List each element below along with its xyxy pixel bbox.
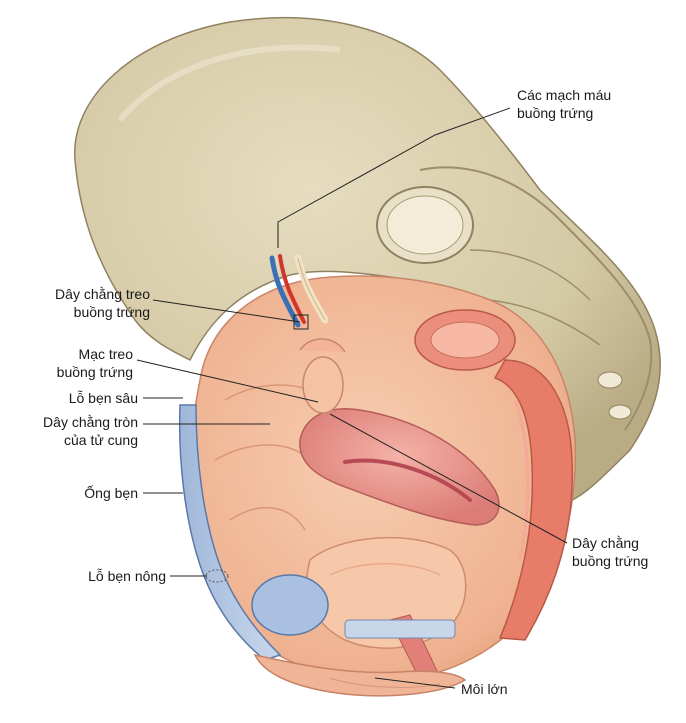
leader-labium-majus (374, 677, 456, 689)
label-superficial-ring: Lỗ bẹn nông (88, 567, 166, 585)
label-ovarian-ligament: Dây chằng buồng trứng (572, 534, 648, 570)
label-ovarian-vessels-line1: Các mạch máu (517, 87, 612, 103)
leader-ovarian-ligament (329, 413, 568, 544)
suspensory-ligament-marker (293, 314, 309, 330)
label-labium-majus: Môi lớn (461, 680, 508, 698)
rectum (414, 309, 574, 641)
label-deep-ring: Lỗ bẹn sâu (69, 389, 138, 407)
ovary (299, 338, 346, 414)
labium-majus (253, 653, 467, 697)
label-ovarian-vessels-line2: buồng trứng (517, 105, 594, 121)
label-mesovarium-line1: Mạc treo (78, 346, 133, 362)
leader-mesovarium (136, 359, 319, 403)
label-inguinal-canal-text: Ống bẹn (84, 485, 138, 501)
label-round-ligament-line2: của tử cung (64, 432, 138, 448)
label-suspensory-ligament: Dây chằng treo buồng trứng (55, 285, 150, 321)
label-suspensory-ligament-line2: buồng trứng (73, 304, 150, 320)
label-inguinal-canal: Ống bẹn (84, 484, 138, 502)
label-mesovarium-line2: buồng trứng (56, 364, 133, 380)
leader-ovarian-vessels (277, 107, 511, 248)
label-ovarian-ligament-line2: buồng trứng (572, 553, 649, 569)
ovarian-vessels (269, 254, 329, 328)
label-labium-majus-text: Môi lớn (461, 681, 508, 697)
leader-suspensory-ligament (152, 299, 301, 323)
label-suspensory-ligament-line1: Dây chằng treo (55, 286, 150, 302)
pelvic-bone (74, 17, 661, 506)
uterus (299, 408, 500, 526)
pubic-region (251, 574, 456, 639)
label-mesovarium: Mạc treo buồng trứng (57, 345, 133, 381)
label-round-ligament: Dây chằng tròn của tử cung (43, 413, 138, 449)
inguinal-canal (178, 404, 282, 661)
label-deep-ring-text: Lỗ bẹn sâu (68, 390, 138, 406)
label-round-ligament-line1: Dây chằng tròn (43, 414, 138, 430)
label-ovarian-vessels: Các mạch máu buồng trứng (517, 86, 611, 122)
leader-lines (136, 107, 568, 689)
label-ovarian-ligament-line1: Dây chằng (572, 535, 639, 551)
label-superficial-ring-text: Lỗ bẹn nông (88, 568, 166, 584)
